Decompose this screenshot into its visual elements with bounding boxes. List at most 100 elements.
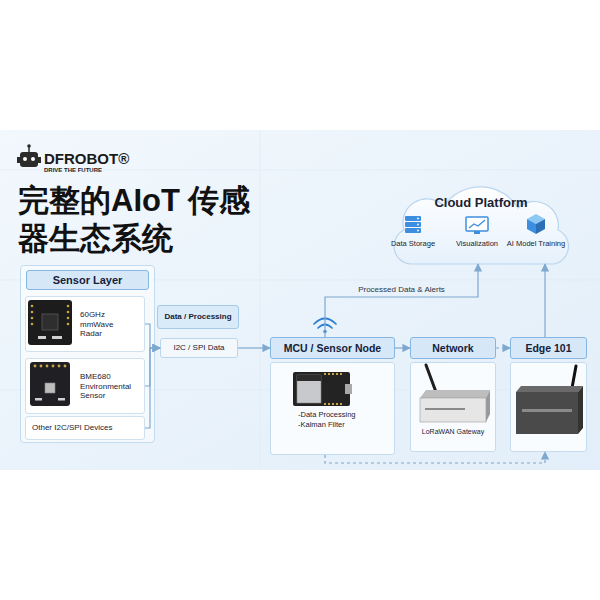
diagram-title: 完整的AIoT 传感器生态系统 (18, 182, 253, 258)
pad (31, 323, 34, 326)
device-column: MCU / Sensor Node -Data Processing-Kalman… (270, 337, 395, 455)
pin (40, 365, 43, 368)
connector (238, 347, 270, 348)
node-card (510, 362, 587, 452)
connector (395, 347, 410, 348)
pad (67, 323, 70, 326)
logo-antenna (28, 147, 30, 152)
radar-pads (31, 305, 70, 326)
pin (340, 373, 342, 375)
smd-part (35, 398, 42, 401)
node-card (410, 362, 496, 452)
pin (336, 403, 338, 405)
node-title: I2C / SPI Data (161, 339, 237, 357)
node-title: MCU / Sensor Node (270, 337, 395, 359)
bme680-sensor (45, 383, 55, 393)
node-title: Cloud Platform (388, 195, 574, 211)
node-text: -Data Processing (298, 410, 393, 419)
pin (328, 403, 330, 405)
radar-chip (42, 314, 58, 330)
esp32-pins (324, 373, 342, 405)
wifi-symbol (314, 319, 336, 325)
node-title: Data / Processing (158, 306, 238, 328)
gateway-body (486, 390, 490, 422)
node-title: Other I2C/SPI Devices (32, 417, 142, 439)
radar-board (28, 300, 72, 345)
wifi-dot (323, 330, 326, 333)
pin (46, 365, 49, 368)
storage-icon (405, 216, 421, 221)
logo-ear (17, 157, 20, 163)
bme680-pins (34, 365, 67, 368)
connector (325, 452, 545, 463)
device-column: NetworkLoRaWAN Gateway (410, 337, 496, 452)
edge-label: Processed Data & Alerts (332, 285, 472, 295)
pin (324, 403, 326, 405)
smd-part (52, 336, 62, 339)
gateway-body (420, 390, 490, 398)
storage-icon (405, 222, 421, 227)
grid-line (260, 130, 261, 470)
sensor-box: BME680 Environmental Sensor (25, 358, 145, 414)
pin (328, 373, 330, 375)
pin (64, 365, 67, 368)
cloud-platform: Cloud PlatformData StorageVisualizationA… (388, 178, 574, 266)
data-box: I2C / SPI Data (160, 338, 238, 358)
node-title: Network (410, 337, 496, 359)
logo-head (20, 152, 38, 167)
smd-part (58, 398, 65, 401)
pad (31, 305, 34, 308)
monitor-stand (474, 231, 480, 234)
connector (496, 347, 510, 348)
pin (52, 365, 55, 368)
usb-port (345, 384, 352, 394)
bme680-board (30, 362, 70, 406)
gateway-antenna (426, 365, 436, 392)
pad (67, 305, 70, 308)
pin (332, 373, 334, 375)
edge-antenna (572, 366, 576, 388)
layer-box: Sensor Layer 60GHz mmWave RadarBME680 Env… (20, 265, 155, 443)
node-title: BME680 Environmental Sensor (80, 372, 140, 401)
pin (340, 403, 342, 405)
node-text: LoRaWAN Gateway (410, 428, 496, 436)
logo-eye (31, 157, 35, 161)
node-text: -Kalman Filter (298, 420, 393, 429)
esp32-antenna (297, 375, 321, 381)
pin (34, 365, 37, 368)
edge-device-marking (522, 409, 572, 412)
panel-background (0, 130, 600, 470)
edge-device-body (516, 392, 578, 434)
process-box: Data / Processing (157, 305, 239, 329)
pin (336, 373, 338, 375)
connector (145, 324, 160, 348)
logo-eye (23, 157, 27, 161)
gateway-marking (425, 408, 465, 410)
pin (324, 373, 326, 375)
logo-text: DFROBOT® (44, 150, 164, 168)
edge-device-body (578, 386, 583, 434)
node-text: AI Model Training (500, 239, 572, 248)
cube-icon (527, 219, 536, 234)
grid-lines (0, 130, 600, 470)
connector (544, 264, 545, 337)
esp32-board (293, 372, 350, 406)
node-title: Sensor Layer (26, 270, 149, 290)
node-title: Edge 101 (510, 337, 587, 359)
edge-device-body (516, 386, 583, 392)
connector (325, 264, 478, 337)
device-column: Edge 101 (510, 337, 587, 452)
storage-led (417, 230, 419, 232)
storage-icon (405, 228, 421, 233)
sensor-box: Other I2C/SPI Devices (25, 416, 145, 440)
wifi-symbol (318, 325, 332, 329)
node-card (270, 362, 395, 455)
storage-led (417, 224, 419, 226)
pad (31, 317, 34, 320)
pad (67, 311, 70, 314)
cube-icon (536, 219, 545, 234)
sensor-box: 60GHz mmWave Radar (25, 296, 145, 352)
